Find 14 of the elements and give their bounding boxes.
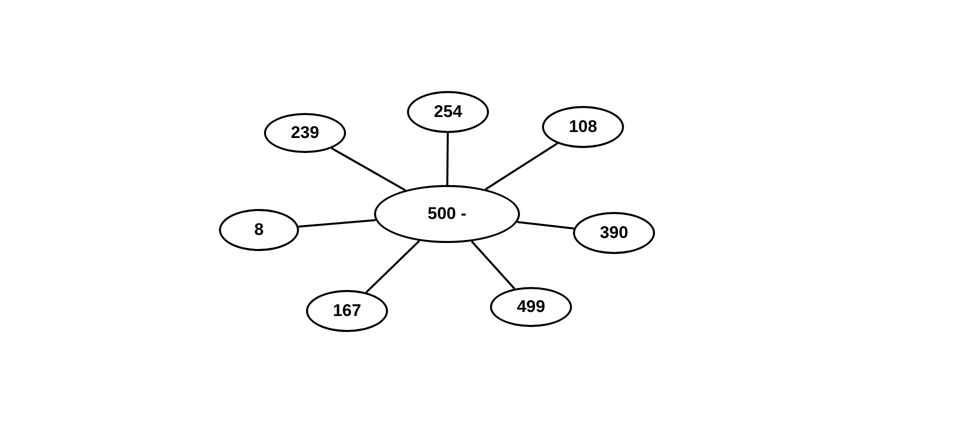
connector-line bbox=[331, 147, 406, 192]
node-label: 239 bbox=[290, 123, 320, 143]
node-label: 390 bbox=[600, 223, 628, 243]
connector-line bbox=[298, 219, 376, 228]
node-label: 500 - bbox=[428, 204, 466, 224]
connector-line bbox=[470, 240, 516, 290]
connector-line bbox=[484, 142, 558, 190]
connector-line bbox=[517, 221, 574, 230]
node-label: 499 bbox=[516, 297, 546, 317]
connector-line bbox=[446, 132, 449, 186]
node-label: 108 bbox=[568, 117, 598, 137]
node-label: 167 bbox=[332, 301, 362, 321]
node-label: 254 bbox=[434, 102, 462, 122]
node-label: 8 bbox=[254, 220, 264, 240]
